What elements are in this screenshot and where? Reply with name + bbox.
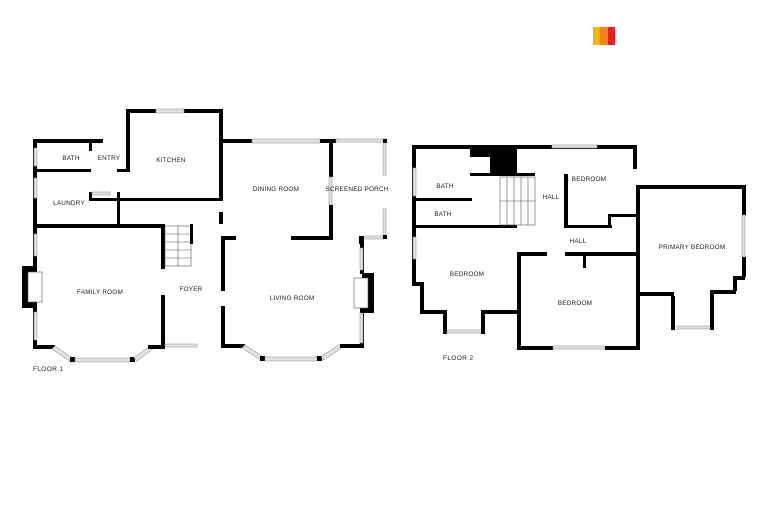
room-label-entry: ENTRY bbox=[98, 155, 121, 162]
room-label-bath-lower: BATH bbox=[434, 211, 452, 218]
floor-2-label: FLOOR 2 bbox=[443, 355, 473, 362]
brand-logo bbox=[593, 27, 615, 45]
floor-2-plan: BATH BATH HALL BEDROOM HALL PRIMARY BEDR… bbox=[412, 144, 746, 362]
room-label-bedroom-ne: BEDROOM bbox=[572, 176, 606, 183]
room-label-bedroom-west: BEDROOM bbox=[450, 271, 484, 278]
room-label-laundry: LAUNDRY bbox=[53, 200, 85, 207]
room-label-kitchen: KITCHEN bbox=[156, 157, 186, 164]
floor-1-plan: BATH ENTRY KITCHEN LAUNDRY DINING ROOM S… bbox=[22, 108, 389, 373]
room-label-bedroom-south: BEDROOM bbox=[558, 300, 592, 307]
room-label-primary-bedroom: PRIMARY BEDROOM bbox=[659, 244, 726, 251]
room-label-bath-upper: BATH bbox=[436, 183, 454, 190]
room-label-screened-porch: SCREENED PORCH bbox=[325, 186, 388, 193]
logo-stripe-orange bbox=[600, 27, 608, 45]
room-label-hall-stair: HALL bbox=[543, 194, 560, 201]
room-label-family-room: FAMILY ROOM bbox=[77, 289, 123, 296]
room-label-dining-room: DINING ROOM bbox=[253, 186, 299, 193]
logo-stripe-yellow bbox=[593, 27, 601, 45]
room-label-bath: BATH bbox=[62, 155, 80, 162]
logo-stripe-red bbox=[607, 27, 615, 45]
floor-1-label: FLOOR 1 bbox=[33, 366, 63, 373]
room-label-living-room: LIVING ROOM bbox=[270, 295, 315, 302]
room-label-hall-main: HALL bbox=[570, 238, 587, 245]
room-label-foyer: FOYER bbox=[179, 286, 202, 293]
